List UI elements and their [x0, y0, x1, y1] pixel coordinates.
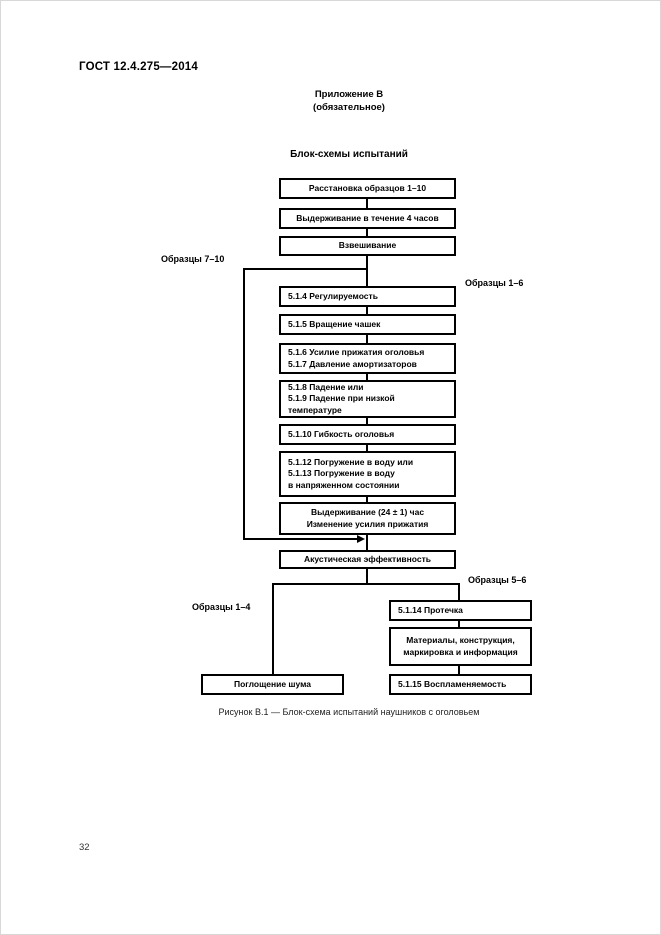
label-samples-1-6: Образцы 1–6: [465, 278, 524, 288]
document-header: ГОСТ 12.4.275—2014: [79, 61, 198, 73]
connector-bypass-vertical: [243, 268, 245, 540]
connector-main-11: [366, 568, 368, 584]
annex-heading: Приложение В (обязательное): [36, 88, 661, 114]
annex-title: Приложение В: [314, 89, 384, 100]
connector-main-3: [366, 255, 368, 287]
connector-bypass-bottom: [243, 538, 357, 540]
flow-box-conditioning-4h: Выдерживание в течение 4 часов: [279, 208, 456, 229]
page-number: 32: [79, 842, 90, 853]
flow-box-materials-marking: Материалы, конструкция, маркировка и инф…: [389, 627, 532, 666]
flow-box-leakage: 5.1.14 Протечка: [389, 600, 532, 621]
connector-split-horizontal: [272, 583, 460, 585]
flow-box-acoustic-effectiveness: Акустическая эффективность: [279, 550, 456, 569]
connector-main-10: [366, 534, 368, 551]
connector-split-left: [272, 583, 274, 674]
flow-box-headband-flexibility: 5.1.10 Гибкость оголовья: [279, 424, 456, 445]
label-samples-1-4: Образцы 1–4: [192, 602, 251, 612]
flow-box-headband-force: 5.1.6 Усилие прижатия оголовья 5.1.7 Дав…: [279, 343, 456, 374]
label-samples-5-6: Образцы 5–6: [468, 575, 527, 585]
connector-main-4: [366, 306, 368, 315]
flow-box-drop-test: 5.1.8 Падение или 5.1.9 Падение при низк…: [279, 380, 456, 418]
annex-subtitle: (обязательное): [313, 102, 385, 113]
connector-split-right: [458, 583, 460, 600]
flow-box-ignitability: 5.1.15 Воспламеняемость: [389, 674, 532, 695]
connector-main-9: [366, 496, 368, 503]
connector-main-2: [366, 228, 368, 237]
bypass-merge-arrow-icon: [357, 535, 365, 543]
flow-box-sample-allocation: Расстановка образцов 1–10: [279, 178, 456, 199]
flow-box-cup-rotation: 5.1.5 Вращение чашек: [279, 314, 456, 335]
flow-box-conditioning-24h: Выдерживание (24 ± 1) час Изменение усил…: [279, 502, 456, 535]
figure-caption: Рисунок В.1 — Блок-схема испытаний наушн…: [218, 707, 480, 717]
label-samples-7-10: Образцы 7–10: [161, 254, 225, 264]
connector-main-8: [366, 444, 368, 452]
figure-group-title: Блок-схемы испытаний: [290, 149, 408, 160]
connector-main-1: [366, 198, 368, 209]
flow-box-adjustability: 5.1.4 Регулируемость: [279, 286, 456, 307]
connector-right-1: [458, 621, 460, 627]
flow-box-weighing: Взвешивание: [279, 236, 456, 256]
flow-box-sound-absorption: Поглощение шума: [201, 674, 344, 695]
connector-main-6: [366, 373, 368, 381]
flow-box-water-immersion: 5.1.12 Погружение в воду или 5.1.13 Погр…: [279, 451, 456, 497]
connector-right-2: [458, 666, 460, 674]
connector-bypass-top: [243, 268, 368, 270]
connector-main-7: [366, 417, 368, 425]
connector-main-5: [366, 334, 368, 344]
